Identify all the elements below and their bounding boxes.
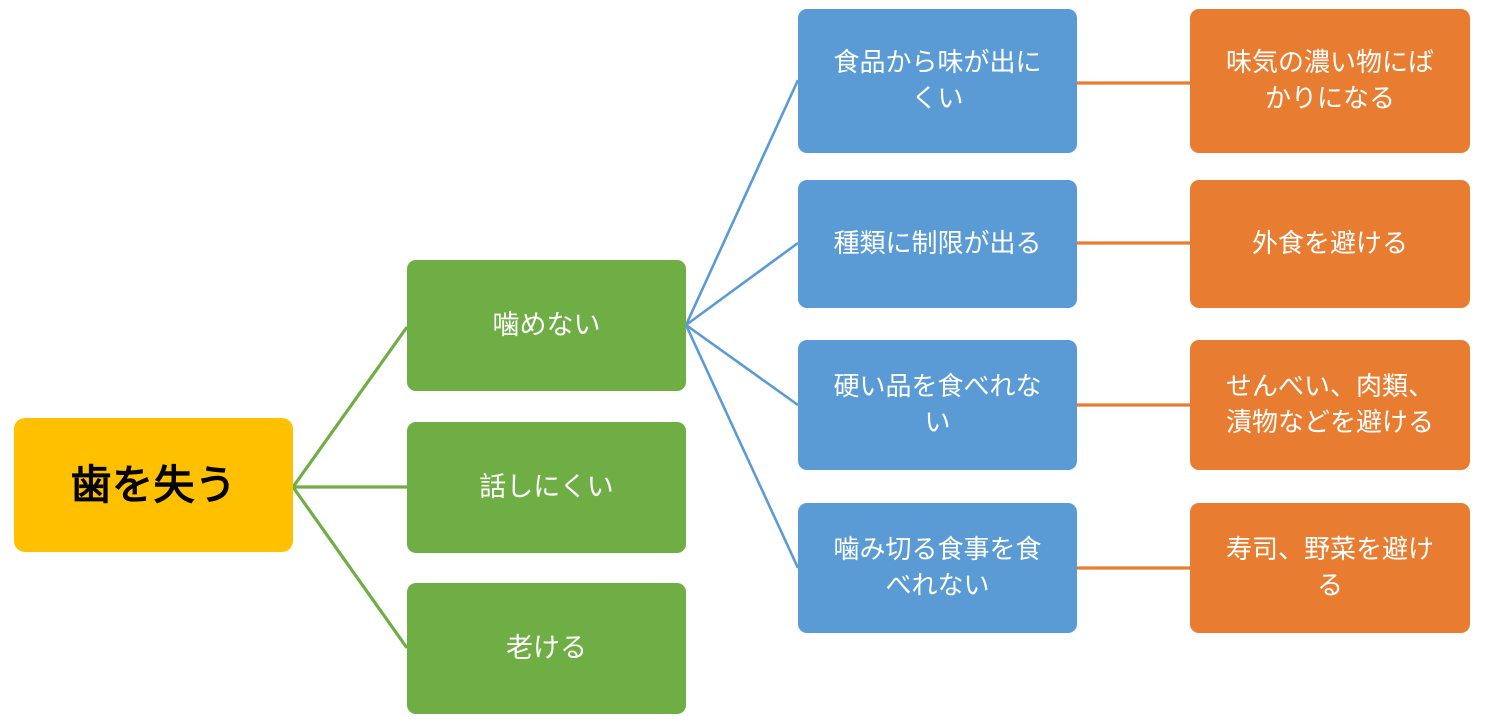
level3-node-label: 味気の濃い物にば かりになる (1225, 47, 1434, 113)
level2-node-label: 噛み切る食事を食 べれない (833, 534, 1042, 600)
edges-kamenai-to-level2 (684, 79, 800, 569)
level2-node-katai-shina[interactable]: 硬い品を食べれな い (798, 340, 1077, 470)
level2-node-shokuhin-kara-aji[interactable]: 食品から味が出に くい (798, 9, 1077, 153)
edge-root-to-fukeru (291, 486, 409, 649)
level2-node-label: 食品から味が出に くい (833, 47, 1042, 113)
level1-node-hanashinikui[interactable]: 話しにくい (407, 422, 686, 553)
level3-node-label: せんべい、肉類、 漬物などを避ける (1225, 371, 1434, 437)
level1-node-label: 話しにくい (479, 471, 614, 502)
edges-level2-to-level3 (1077, 81, 1190, 570)
edge-kamenai-to-kamikiru (684, 324, 800, 569)
level3-node-ajike-koi-mono[interactable]: 味気の濃い物にば かりになる (1190, 9, 1470, 153)
level3-node-senbei-nikurui[interactable]: せんべい、肉類、 漬物などを避ける (1190, 340, 1470, 470)
level2-node-shurui-seigen[interactable]: 種類に制限が出る (798, 180, 1077, 308)
level3-node-label: 外食を避ける (1251, 228, 1408, 259)
level1-node-label: 噛めない (492, 309, 601, 340)
level3-node-sushi-yasai[interactable]: 寿司、野菜を避け る (1190, 503, 1470, 633)
level1-node-label: 老ける (506, 632, 587, 663)
root-node-label: 歯を失う (70, 461, 237, 508)
level3-node-label: 寿司、野菜を避け る (1225, 534, 1434, 600)
edge-root-to-kamenai (291, 326, 409, 488)
level2-node-label: 種類に制限が出る (833, 228, 1042, 259)
root-node-ha-wo-ushinau[interactable]: 歯を失う (14, 418, 293, 552)
level1-node-fukeru[interactable]: 老ける (407, 583, 686, 714)
level2-node-label: 硬い品を食べれな い (833, 371, 1042, 437)
level2-node-kamikiru-shokuji[interactable]: 噛み切る食事を食 べれない (798, 503, 1077, 633)
edge-kamenai-to-aji (684, 79, 800, 326)
edge-kamenai-to-shurui (685, 241, 799, 327)
edges-root-to-level1 (291, 326, 409, 649)
edge-kamenai-to-katai (685, 323, 799, 407)
level3-node-gaishoku-sakeru[interactable]: 外食を避ける (1190, 180, 1470, 308)
level1-node-kamenai[interactable]: 噛めない (407, 260, 686, 391)
